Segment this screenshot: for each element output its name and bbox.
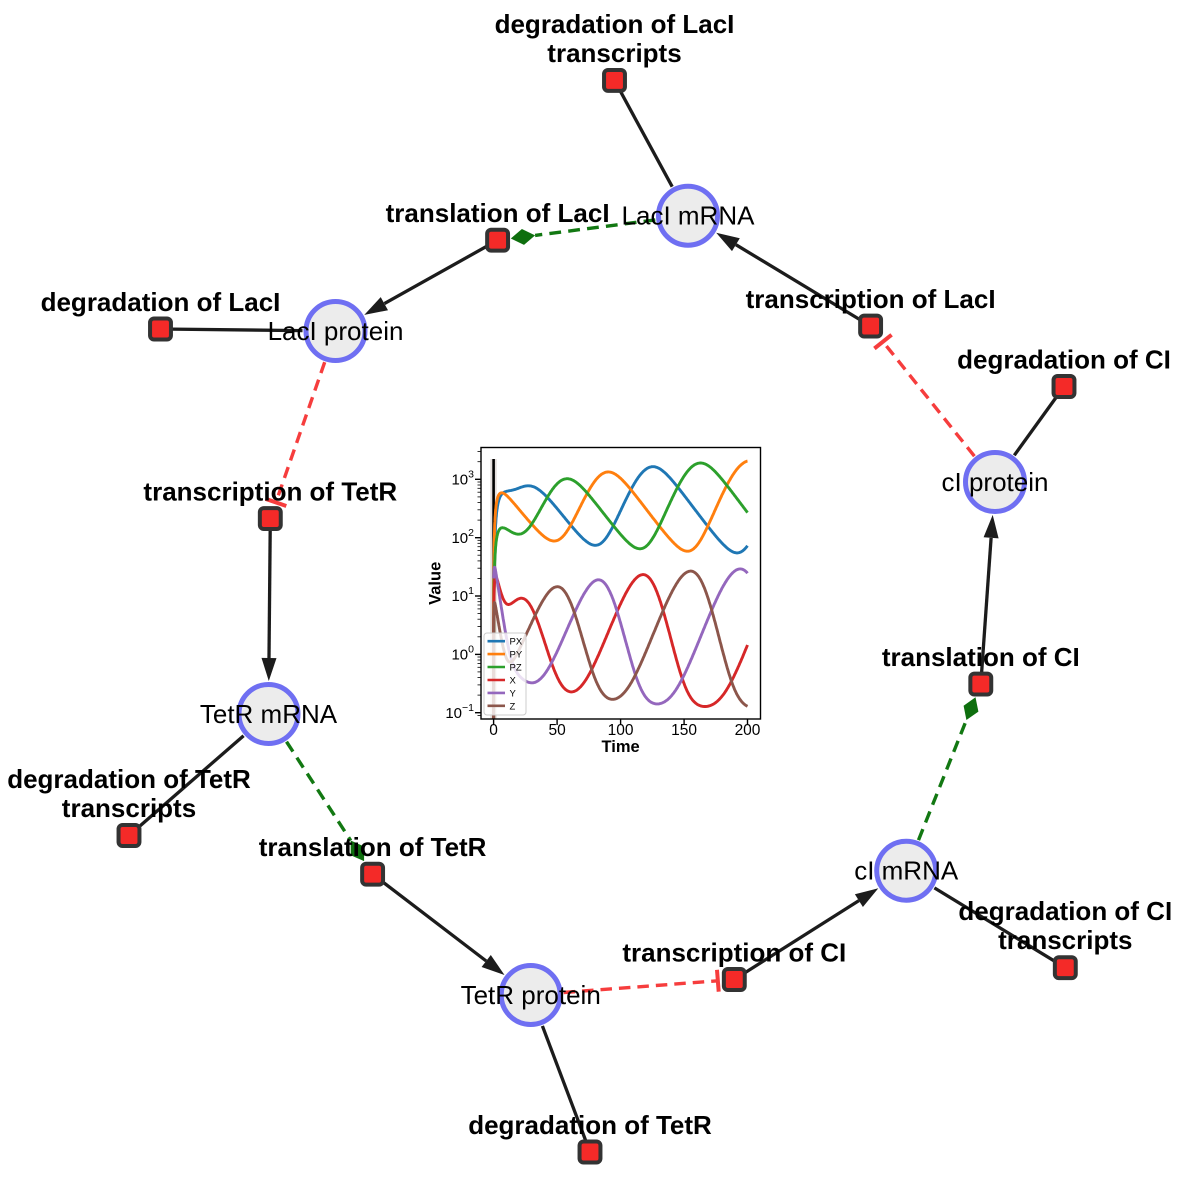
svg-text:transcription of CI: transcription of CI bbox=[622, 938, 846, 968]
svg-text:translation of TetR: translation of TetR bbox=[259, 832, 487, 862]
svg-text:degradation of CI: degradation of CI bbox=[957, 345, 1171, 375]
svg-text:cI protein: cI protein bbox=[942, 467, 1049, 497]
svg-text:PZ: PZ bbox=[510, 663, 522, 674]
svg-text:TetR protein: TetR protein bbox=[461, 980, 601, 1010]
svg-text:200: 200 bbox=[735, 722, 761, 739]
svg-text:Y: Y bbox=[510, 688, 517, 699]
svg-text:X: X bbox=[510, 676, 517, 687]
svg-text:cI mRNA: cI mRNA bbox=[854, 856, 959, 886]
svg-text:150: 150 bbox=[671, 722, 697, 739]
svg-text:degradation of LacI: degradation of LacI bbox=[41, 287, 281, 317]
svg-text:degradation of CI: degradation of CI bbox=[958, 896, 1172, 926]
svg-text:PX: PX bbox=[510, 637, 523, 648]
svg-text:PY: PY bbox=[510, 650, 523, 661]
svg-text:translation of CI: translation of CI bbox=[882, 642, 1080, 672]
svg-text:Value: Value bbox=[427, 562, 445, 605]
svg-text:LacI mRNA: LacI mRNA bbox=[622, 201, 756, 231]
svg-text:transcripts: transcripts bbox=[62, 793, 196, 823]
svg-text:transcription of LacI: transcription of LacI bbox=[746, 284, 996, 314]
svg-text:degradation of TetR: degradation of TetR bbox=[468, 1110, 712, 1140]
svg-text:degradation of TetR: degradation of TetR bbox=[7, 764, 251, 794]
svg-text:TetR mRNA: TetR mRNA bbox=[200, 699, 338, 729]
svg-text:LacI protein: LacI protein bbox=[268, 316, 404, 346]
svg-text:50: 50 bbox=[548, 722, 566, 739]
svg-text:0: 0 bbox=[489, 722, 498, 739]
svg-text:100: 100 bbox=[608, 722, 634, 739]
svg-text:translation of LacI: translation of LacI bbox=[386, 198, 610, 228]
svg-text:transcripts: transcripts bbox=[547, 38, 681, 68]
svg-text:transcription of TetR: transcription of TetR bbox=[143, 477, 397, 507]
svg-text:degradation of LacI: degradation of LacI bbox=[495, 9, 735, 39]
svg-text:Z: Z bbox=[510, 701, 516, 712]
svg-text:transcripts: transcripts bbox=[998, 925, 1132, 955]
svg-text:Time: Time bbox=[601, 738, 639, 756]
